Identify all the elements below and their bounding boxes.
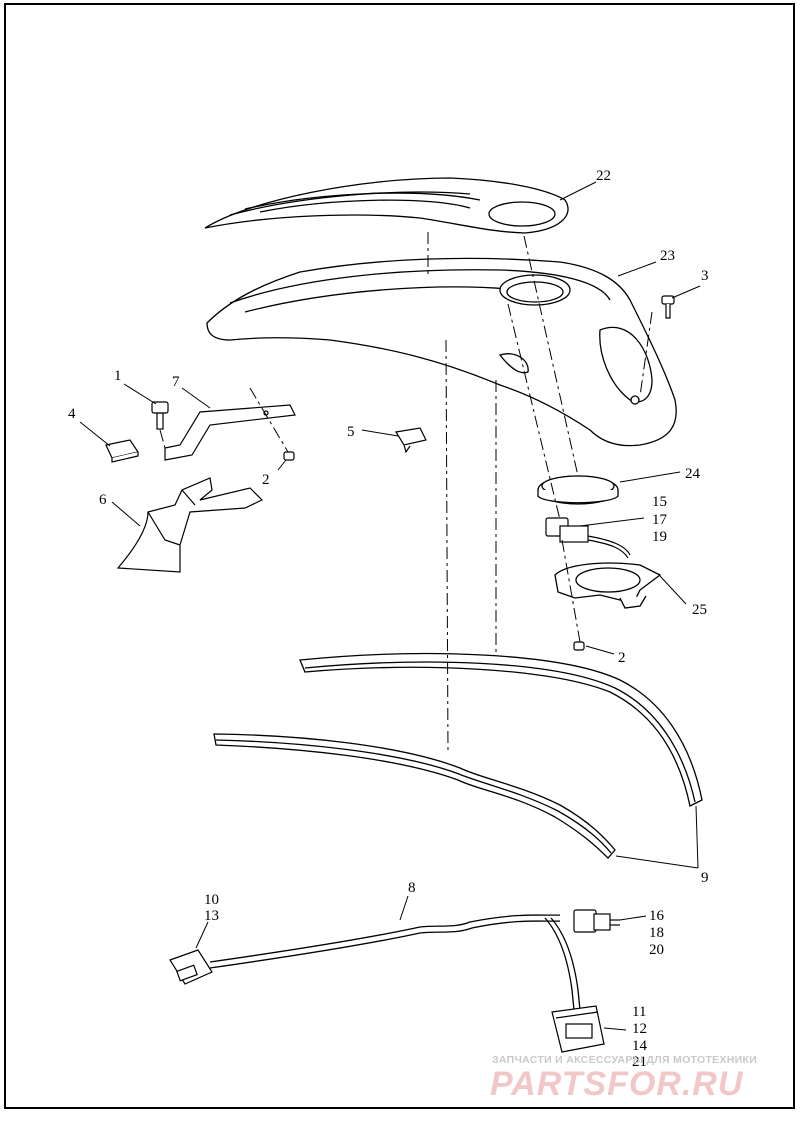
callout-12: 12 xyxy=(632,1021,647,1037)
callout-7: 7 xyxy=(172,374,180,390)
callout-13: 13 xyxy=(204,908,219,924)
part-1-bolt xyxy=(151,401,169,430)
callout-11: 11 xyxy=(632,1004,646,1020)
callout-5: 5 xyxy=(347,424,355,440)
part-16-connector xyxy=(573,909,620,933)
part-8-wiring-harness xyxy=(209,914,581,1011)
part-9-trim-strip-lower xyxy=(213,733,616,859)
callout-21: 21 xyxy=(632,1054,647,1070)
callout-15: 15 xyxy=(652,494,667,510)
callout-18: 18 xyxy=(649,925,664,941)
callout-6: 6 xyxy=(99,492,107,508)
part-25-gauge-bracket xyxy=(554,562,662,609)
callout-16: 16 xyxy=(649,908,665,924)
part-5-clip xyxy=(395,427,427,454)
callout-9: 9 xyxy=(701,870,709,886)
callout-8: 8 xyxy=(408,880,416,896)
callout-10: 10 xyxy=(204,892,219,908)
part-23-console-body xyxy=(206,257,677,447)
part-9-trim-strip-upper xyxy=(299,653,703,807)
callout-14: 14 xyxy=(632,1038,648,1054)
callout-17: 17 xyxy=(652,512,668,528)
part-6-mount-bracket xyxy=(116,477,264,573)
leader-lines xyxy=(79,181,701,1031)
part-4-clip-nut xyxy=(105,439,139,463)
callout-2-right: 2 xyxy=(618,650,626,666)
watermark-logo: PARTSFOR.RU xyxy=(490,1065,744,1103)
part-22-console-insert xyxy=(204,177,569,234)
callout-1: 1 xyxy=(114,368,122,384)
callout-labels: 22 23 3 1 7 4 2 5 6 24 15 17 19 25 2 9 8… xyxy=(68,168,709,1070)
callout-2-left: 2 xyxy=(262,472,270,488)
part-24-lens-ring xyxy=(537,475,619,505)
watermark-tagline: ЗАПЧАСТИ И АКСЕССУАРЫ ДЛЯ МОТОТЕХНИКИ xyxy=(492,1054,757,1066)
diagram-border xyxy=(4,3,795,1109)
callout-24: 24 xyxy=(685,466,701,482)
part-2-screw-right xyxy=(573,641,585,651)
callout-23: 23 xyxy=(660,248,675,264)
part-3-screw xyxy=(661,295,675,319)
part-11-connector xyxy=(551,1005,605,1053)
callout-3: 3 xyxy=(701,268,709,284)
callout-4: 4 xyxy=(68,406,76,422)
callout-25: 25 xyxy=(692,602,707,618)
assembly-centerlines xyxy=(159,232,653,753)
callout-20: 20 xyxy=(649,942,664,958)
part-2-screw-left xyxy=(283,451,295,461)
part-15-switch xyxy=(545,517,631,559)
part-7-bracket xyxy=(164,404,296,461)
part-10-connector xyxy=(169,949,213,985)
callout-19: 19 xyxy=(652,529,667,545)
watermark: ЗАПЧАСТИ И АКСЕССУАРЫ ДЛЯ МОТОТЕХНИКИ PA… xyxy=(490,1054,757,1103)
callout-22: 22 xyxy=(596,168,611,184)
